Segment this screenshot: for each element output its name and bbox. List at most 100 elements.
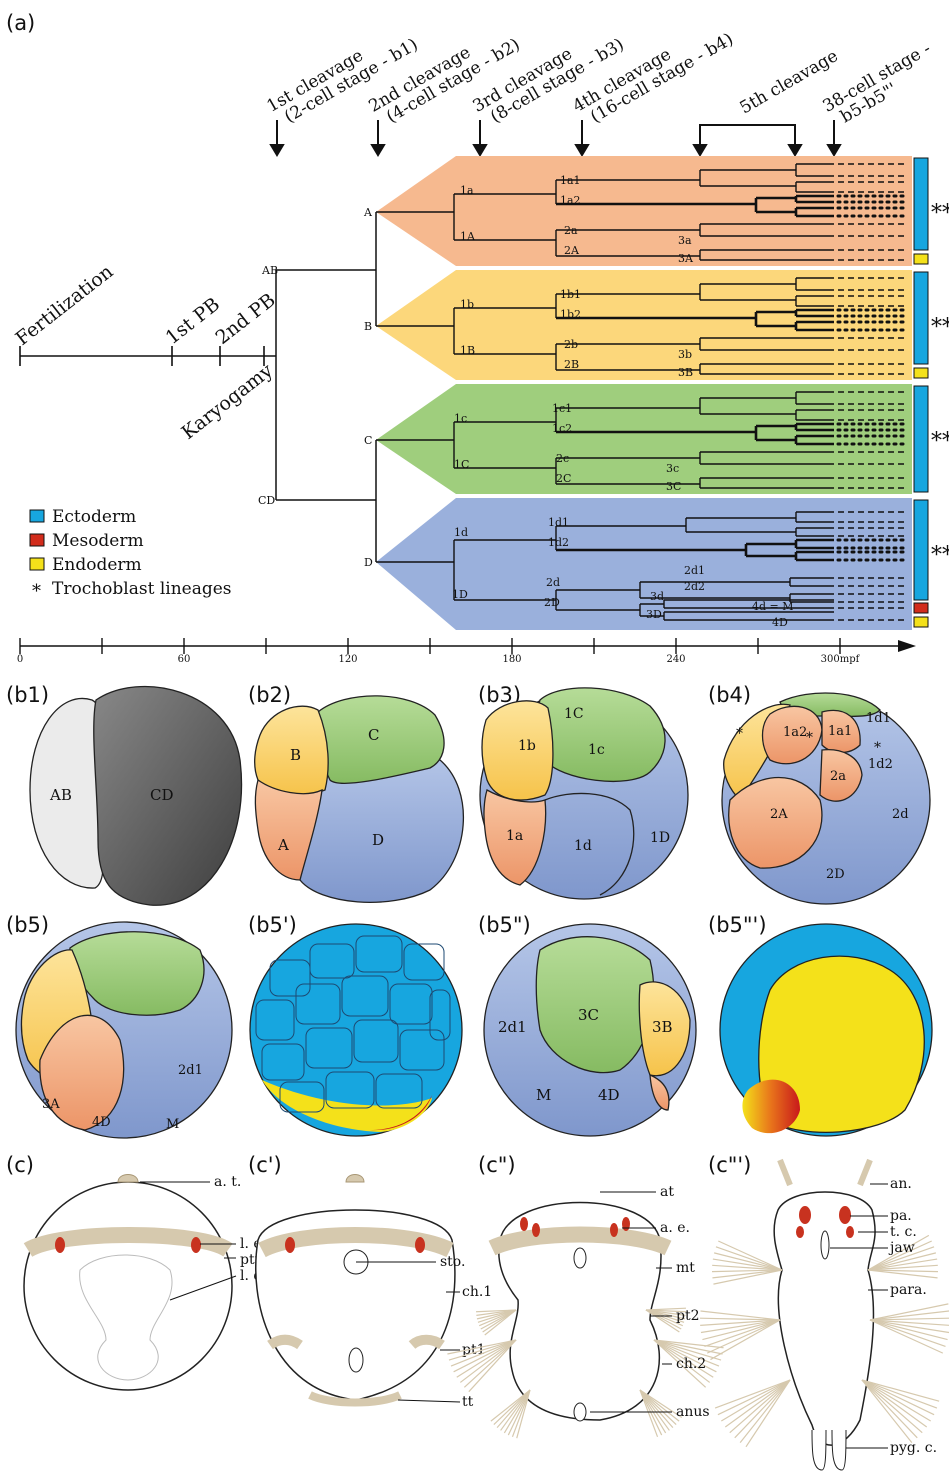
fate-ectoderm-A [913,157,929,251]
legend-trochoblast: Trochoblast lineages [52,579,232,599]
timeline-events: Fertilization 1st PB 2nd PB Karyogamy [12,261,280,444]
larva-cp: sto. ch.1 pt1 tt [255,1174,492,1410]
svg-text:1d: 1d [574,838,592,854]
svg-text:2d2: 2d2 [684,580,705,593]
svg-text:3B: 3B [652,1018,673,1036]
axis-tick-120: 120 [338,654,357,665]
time-axis: 0 60 120 180 240 300mpf [17,638,916,665]
svg-text:1b: 1b [460,298,474,311]
svg-text:2d1: 2d1 [178,1063,203,1078]
svg-text:*: * [874,740,881,756]
svg-text:para.: para. [890,1282,927,1298]
fate-endoderm-D [913,616,929,628]
svg-text:C: C [368,726,379,744]
svg-text:ch.2: ch.2 [676,1356,706,1372]
svg-text:B: B [364,320,372,333]
panel-label-b2: (b2) [248,683,291,707]
svg-text:1C: 1C [564,706,584,722]
svg-text:4D: 4D [92,1115,111,1130]
panel-label-b5ppp: (b5"') [708,913,767,937]
svg-text:1D: 1D [452,588,468,601]
panel-label-b5p: (b5') [248,913,297,937]
larva-c: a. t. l. e. ptt l. d. [23,1174,267,1391]
embryo-b5pp: 3C 3B 2d1 M 4D [483,923,697,1137]
legend: Ectoderm Mesoderm Endoderm * Trochoblast… [29,507,232,602]
svg-text:3A: 3A [678,252,694,265]
svg-text:B: B [290,746,301,764]
svg-text:3A: 3A [42,1097,60,1112]
fate-ectoderm-D [913,499,929,601]
svg-text:pa.: pa. [890,1208,912,1224]
trochoblast-stars-C: ** [931,429,949,454]
svg-text:1c1: 1c1 [552,402,572,415]
svg-text:2D: 2D [544,596,560,609]
axis-tick-180: 180 [502,654,521,665]
stage-header-6: 38-cell stage - b5-b5"' [820,39,935,127]
svg-text:2c: 2c [556,452,569,465]
svg-text:1b2: 1b2 [560,308,581,321]
svg-text:1d1: 1d1 [548,516,569,529]
svg-text:2d1: 2d1 [498,1018,527,1036]
svg-text:4D: 4D [598,1086,620,1104]
svg-text:3a: 3a [678,234,692,247]
panel-label-cpp: (c") [478,1153,516,1177]
svg-text:3C: 3C [578,1006,599,1024]
svg-text:1d2: 1d2 [868,757,893,772]
svg-text:CD: CD [150,786,174,804]
svg-text:4D: 4D [772,616,788,629]
legend-mesoderm: Mesoderm [52,531,144,551]
svg-text:1d1: 1d1 [866,711,891,726]
svg-text:1C: 1C [454,458,469,471]
axis-tick-300: 300mpf [821,654,861,665]
svg-text:AB: AB [261,264,278,277]
svg-text:2A: 2A [564,244,580,257]
legend-swatch-endoderm [29,557,45,571]
event-fertilization: Fertilization [12,261,118,350]
svg-text:2A: 2A [770,807,788,822]
lineage-tree [266,212,377,562]
larva-cppp: an. pa. t. c. jaw para. pyg. c. [700,1158,949,1471]
band-D [376,498,912,630]
svg-text:3c: 3c [666,462,679,475]
svg-text:jaw: jaw [888,1240,915,1256]
svg-text:4d = M: 4d = M [752,600,794,613]
stage-header-4: 4th cleavage (16-cell stage - b4) [570,29,737,127]
svg-text:1a1: 1a1 [828,724,852,739]
fate-ectoderm-C [913,385,929,493]
fate-bars: ** ** ** ** [913,157,949,628]
svg-text:1c2: 1c2 [552,422,572,435]
svg-text:3D: 3D [646,608,662,621]
stage-headers: 1st cleavage (2-cell stage - b1) 2nd cle… [264,29,935,127]
embryo-b2: B C A D [254,695,465,903]
svg-text:1b1: 1b1 [560,288,581,301]
svg-text:tt: tt [462,1394,474,1410]
svg-text:3B: 3B [678,366,693,379]
svg-text:pt2: pt2 [676,1308,700,1324]
svg-text:2D: 2D [826,867,845,882]
event-karyogamy: Karyogamy [178,359,278,444]
embryo-b4: 1a2 1a1 1d1 1d2 2a 2A 2d 2D * * * [721,692,931,905]
panel-label-a: (a) [6,11,35,35]
legend-swatch-ectoderm [29,509,45,523]
fate-ectoderm-B [913,271,929,365]
embryo-b5: 2d1 3A 4D M [15,921,233,1139]
svg-text:C: C [364,434,372,447]
svg-text:AB: AB [49,786,72,804]
svg-text:D: D [364,556,373,569]
embryo-b1: AB CD [29,686,243,906]
axis-tick-0: 0 [17,654,23,665]
svg-text:A: A [277,836,289,854]
svg-text:3b: 3b [678,348,692,361]
svg-text:3C: 3C [666,480,681,493]
svg-text:1B: 1B [460,344,475,357]
svg-text:1D: 1D [650,830,670,846]
svg-text:2b: 2b [564,338,578,351]
axis-tick-240: 240 [666,654,685,665]
trochoblast-stars-D: ** [931,543,949,568]
svg-text:2a: 2a [564,224,578,237]
svg-text:anus: anus [676,1404,710,1420]
legend-endoderm: Endoderm [52,555,142,575]
svg-text:*: * [736,726,743,742]
panel-label-cppp: (c"') [708,1153,751,1177]
band-A [376,156,912,266]
